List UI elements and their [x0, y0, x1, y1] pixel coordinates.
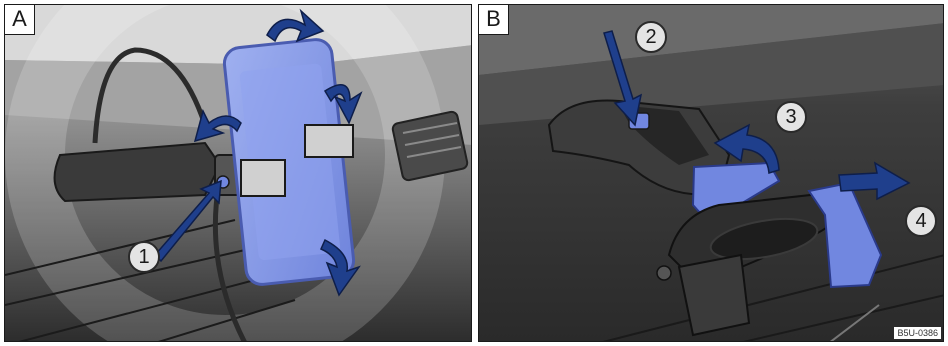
reference-code: B5U-0386 — [894, 327, 941, 339]
callout-2: 2 — [635, 21, 667, 53]
callout-3: 3 — [775, 101, 807, 133]
illustration-panel-b: B 2 3 4 B5U-0386 — [478, 4, 944, 342]
panel-letter-b: B — [479, 5, 509, 35]
phone-holder-illustration — [5, 5, 472, 342]
holder-base-illustration — [479, 5, 944, 342]
panel-letter-a: A — [5, 5, 35, 35]
illustration-panel-a: A 1 — [4, 4, 472, 342]
callout-1: 1 — [128, 241, 160, 273]
callout-4: 4 — [905, 205, 937, 237]
